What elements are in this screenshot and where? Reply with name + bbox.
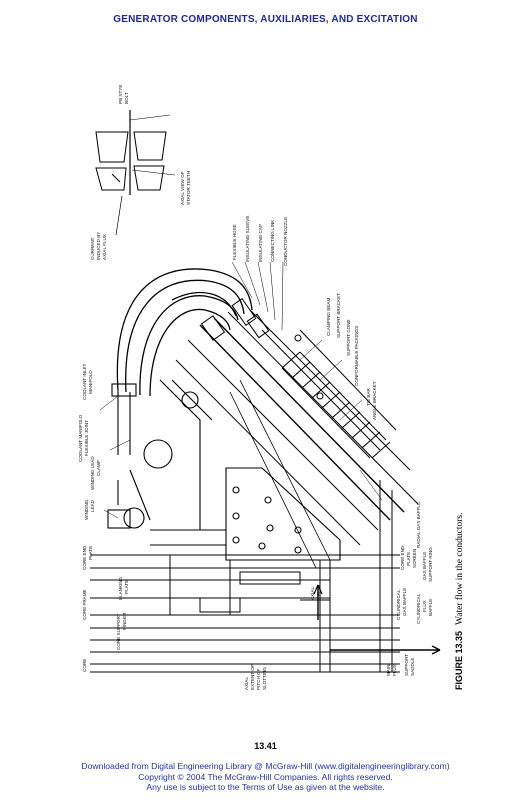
label-cyl-gas-baffle-1: CYLINDRICAL [396, 589, 401, 620]
label-main-flux-1: MAIN [386, 665, 391, 676]
label-axial-ext-3: PITCH OF [256, 668, 261, 690]
label-conductor-nozzle: CONDUCTOR NOZZLE [283, 217, 288, 266]
leader-lines [99, 261, 383, 519]
label-coolant-inlet-2: MANIFOLD [88, 370, 93, 394]
label-cyl-flux-3: BAFFLE [428, 599, 433, 616]
label-current-2: INDUCED BY [96, 232, 101, 260]
label-radial-gas-baffle: RADIAL GAS BAFFLE [416, 502, 421, 548]
label-tie-bar: TIE BAR [366, 387, 371, 406]
label-gas-baffle-2: SUPPORT RING [428, 547, 433, 582]
label-coolant-inlet-1: COOLANT INLET [82, 363, 87, 400]
label-insulating-sleeve: INSULATING SLEEVE [245, 216, 250, 262]
label-main-flux-2: FLUX [392, 664, 397, 676]
label-cyl-gas-baffle-2: GAS BAFFLE [402, 588, 407, 616]
label-axial-flux-1: AXIAL [310, 587, 315, 600]
label-bolt: BOLT [124, 92, 129, 104]
label-core-end-plate-1: CORE END [82, 545, 87, 570]
label-core-end-plate-screen-1: CORE END [400, 545, 405, 570]
label-current-3: AXIAL FLUX [102, 234, 107, 260]
figure-caption-text: Water flow in the conductors. [455, 512, 465, 625]
label-coolant-manifold-1: COOLANT MANIFOLD [78, 414, 83, 462]
label-axial-flux-2: FLUX [316, 584, 321, 596]
label-gas-baffle-1: GAS BAFFLE [422, 552, 427, 580]
stator-core [90, 480, 441, 673]
label-core: CORE [82, 659, 87, 672]
figure-caption: FIGURE 13.35 Water flow in the conductors… [454, 460, 465, 690]
footer: Downloaded from Digital Engineering Libr… [0, 761, 531, 793]
label-angle-bracket: ANGLE BRACKET [372, 381, 377, 420]
label-axial-view-2: STATOR TEETH [186, 171, 191, 205]
footer-copyright-line: Copyright © 2004 The McGraw-Hill Compani… [138, 771, 393, 782]
label-support-bracket: SUPPORT BRACKET [336, 293, 341, 338]
figure-labels: PB STYE BOLT AXIAL VIEW OF STATOR TEETH … [78, 85, 433, 690]
label-clamping-beam: CLAMPING BEAM [326, 298, 331, 336]
label-axial-ext-2: EXTENT OF [250, 664, 255, 690]
label-conformable-packings: CONFORMABLE PACKINGS [354, 326, 359, 386]
page-header: GENERATOR COMPONENTS, AUXILIARIES, AND E… [113, 14, 418, 25]
connecting-links [200, 298, 324, 400]
footer-download-line[interactable]: Downloaded from Digital Engineering Libr… [81, 761, 450, 771]
label-blanking-plate-2: PLATE [124, 580, 129, 594]
label-cyl-flux-1: CYLINDRICAL [416, 593, 421, 624]
label-core-end-plate-screen-3: SCREEN [412, 549, 417, 568]
label-axial-ext-1: AXIAL [244, 677, 249, 690]
coolant-hoses [116, 268, 253, 397]
figure-number: FIGURE 13.35 [454, 630, 464, 690]
label-coolant-manifold-2: FLEXIBLE JOINT [84, 420, 89, 456]
label-axial-view-1: AXIAL VIEW OF [180, 171, 185, 205]
label-support-saddle-1: SUPPORT [404, 654, 409, 676]
label-support-cone: SUPPORT CONE [346, 319, 351, 356]
label-winding-lead-clamp-1: WINDING LEAD [90, 456, 95, 490]
label-winding-lead-clamp-2: CLAMP [96, 460, 101, 476]
label-core-support-finger-1: CORE SUPPORT [116, 613, 121, 650]
support-bracket [150, 467, 341, 561]
label-winding-lead-1: WINDING [84, 499, 89, 520]
label-core-end-plate-2: PLATE [88, 546, 93, 560]
label-core-support-finger-2: FINGER [122, 612, 127, 630]
label-pb-stye: PB STYE [118, 85, 123, 104]
coolant-manifold [107, 379, 213, 530]
label-winding-lead-2: LEAD [90, 499, 95, 512]
label-core-frame: CORE FRAME [82, 589, 87, 620]
label-insulating-cap: INSULATING CAP [258, 224, 263, 262]
end-winding-bars [175, 309, 419, 569]
label-cyl-flux-2: FLUX [422, 600, 427, 612]
label-current-1: CURRENT [90, 237, 95, 260]
label-blanking-plate-1: BLANKING [118, 576, 123, 600]
page-number: 13.41 [254, 741, 277, 751]
label-core-end-plate-screen-2: PLATE [406, 552, 411, 566]
stator-teeth-view [95, 110, 176, 236]
label-connecting-link: CONNECTING LINK [270, 219, 275, 262]
footer-terms-line: Any use is subject to the Terms of Use a… [146, 782, 385, 792]
label-axial-ext-4: SLOTTING [262, 667, 267, 690]
label-flexible-hose: FLEXIBLE HOSE [232, 224, 237, 260]
label-support-saddle-2: SADDLE [410, 658, 415, 676]
